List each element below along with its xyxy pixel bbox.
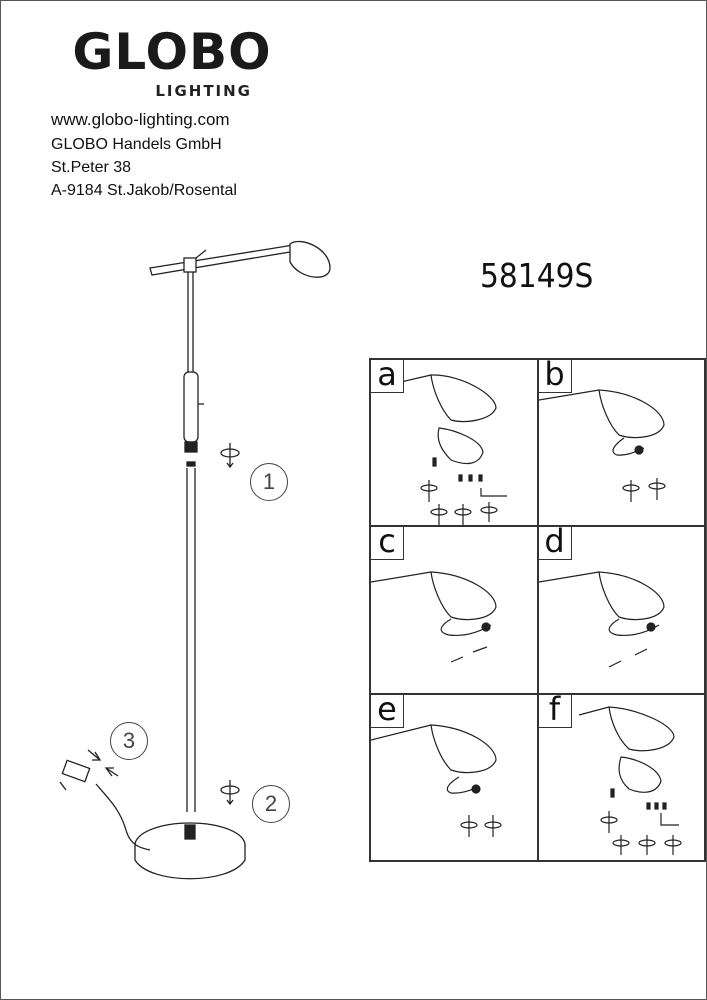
panel-label: e [370, 694, 404, 728]
panel-b: b [537, 359, 705, 527]
street-address: St.Peter 38 [51, 159, 132, 176]
shade-screw-illustration [371, 724, 502, 837]
step-number-3: 3 [110, 722, 148, 760]
step-number-2: 2 [252, 785, 290, 823]
panel-label: c [370, 527, 404, 561]
globo-logo: GLOBO LIGHTING [56, 22, 288, 100]
city-address: A-9184 St.Jakob/Rosental [51, 182, 237, 199]
panel-label: f [538, 694, 572, 728]
shade-and-cover-plate-illustration [400, 374, 507, 525]
cover-plate-mount-illustration [578, 706, 682, 855]
assembly-steps-grid: a b c d [369, 358, 706, 862]
contact-block: www.globo-lighting.com GLOBO Handels Gmb… [51, 108, 237, 202]
shade-wiring-illustration [538, 389, 666, 502]
panel-c: c [370, 526, 538, 694]
connector-connect-illustration [538, 571, 665, 668]
panel-f: f [537, 693, 705, 861]
panel-a: a [370, 359, 538, 527]
connector-disconnect-illustration [371, 571, 497, 663]
panel-label: b [538, 360, 572, 393]
panel-d: d [537, 526, 705, 694]
company-name: GLOBO Handels GmbH [51, 136, 222, 153]
panel-label: d [538, 527, 572, 561]
website: www.globo-lighting.com [51, 110, 230, 129]
logo-text: GLOBO [72, 23, 272, 81]
logo-subtext: LIGHTING [155, 82, 252, 100]
model-number: 58149S [480, 256, 594, 295]
step-number-1: 1 [250, 463, 288, 501]
panel-label: a [370, 360, 404, 393]
panel-e: e [370, 693, 538, 861]
